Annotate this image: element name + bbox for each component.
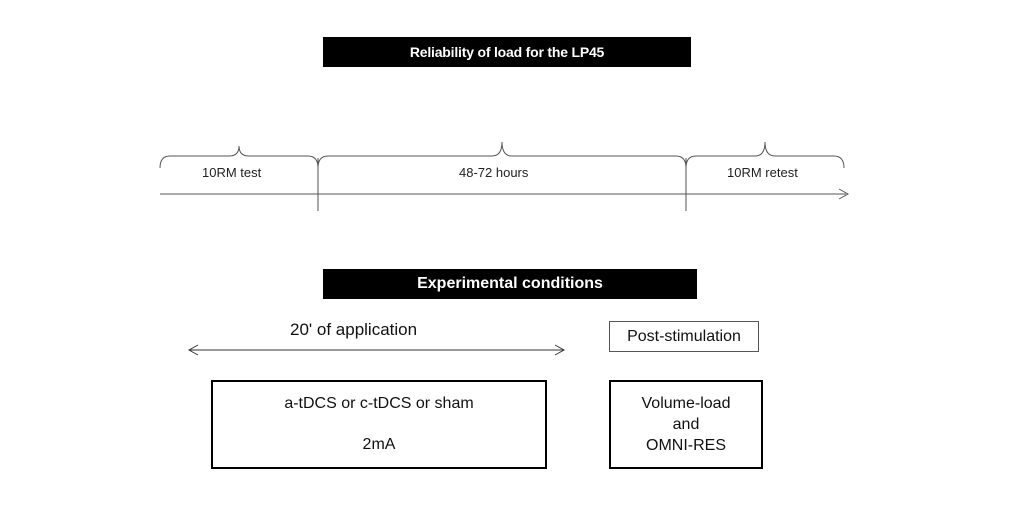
application-duration-label: 20' of application [290,320,418,339]
outcome-line-2: and [672,416,700,433]
post-stimulation-label: Post-stimulation [627,327,741,345]
segment-label-retest: 10RM retest [727,165,798,180]
application-arrow-left [187,344,199,356]
outcome-line-3: OMNI-RES [646,437,726,454]
stimulation-conditions-box: a-tDCS or c-tDCS or sham 2mA [211,380,547,469]
experimental-title: Experimental conditions [417,275,603,292]
reliability-title-banner: Reliability of load for the LP45 [323,37,691,67]
experimental-title-banner: Experimental conditions [323,269,697,299]
application-arrow-right [554,344,566,356]
stimulation-conditions-text: a-tDCS or c-tDCS or sham [284,395,474,412]
outcome-line-1: Volume-load [641,395,731,412]
post-stimulation-box: Post-stimulation [609,321,759,352]
stimulation-intensity-text: 2mA [362,436,396,453]
reliability-title: Reliability of load for the LP45 [409,44,605,60]
brace-segment-3 [685,141,845,169]
segment-label-test: 10RM test [202,165,262,180]
outcome-measures-box: Volume-load and OMNI-RES [609,380,763,469]
brace-segment-2 [317,141,687,169]
segment-label-interval: 48-72 hours [459,165,529,180]
brace-segment-1 [159,145,319,169]
timeline-arrowhead [838,188,850,200]
